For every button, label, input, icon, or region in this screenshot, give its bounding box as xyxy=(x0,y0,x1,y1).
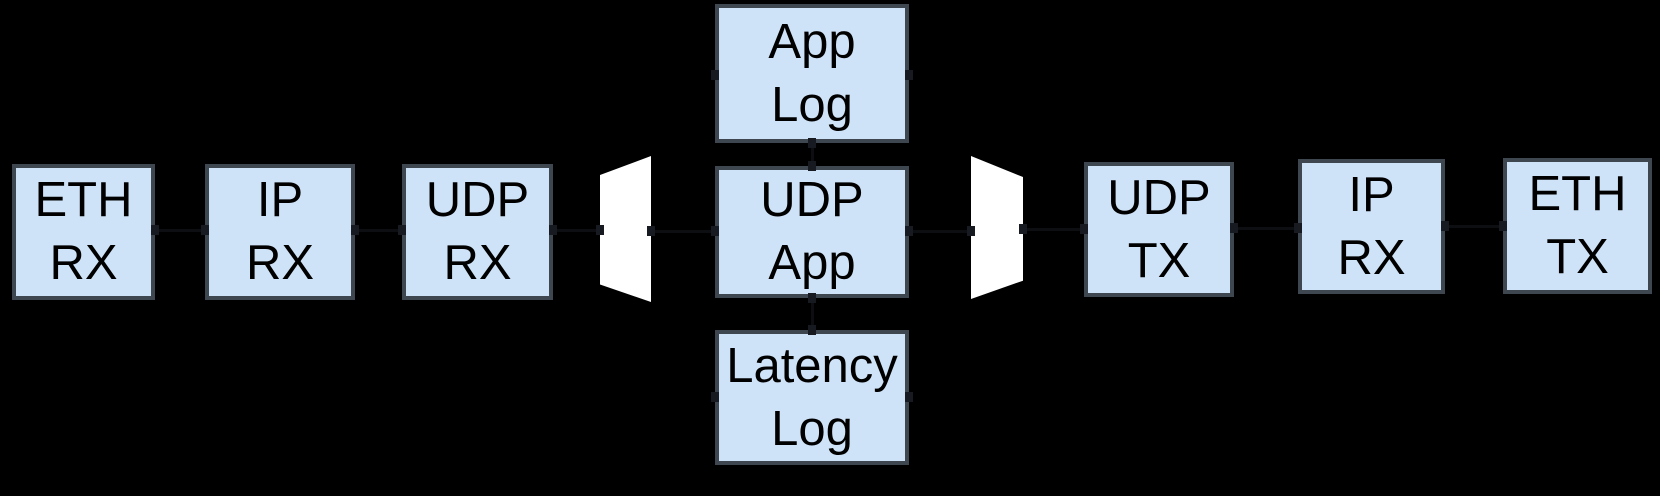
node-ip-rx-egress-label-line: IP xyxy=(1348,167,1395,222)
connector-port-udp-app--latency-log xyxy=(808,293,816,303)
funnel-right-shape xyxy=(971,156,1023,299)
node-udp-rx: UDP RX xyxy=(402,164,553,300)
node-udp-tx: UDP TX xyxy=(1084,162,1234,297)
connector-port-app-log--udp-app xyxy=(808,161,816,171)
node-eth-rx: ETH RX xyxy=(12,164,155,300)
connector-funnel-left--udp-app xyxy=(651,230,715,233)
node-app-log-label-line: Log xyxy=(771,77,853,132)
connector-port-udp-app--funnel-right xyxy=(967,226,975,236)
connector-funnel-right--udp-tx xyxy=(1023,228,1084,231)
node-udp-tx-label-line: UDP xyxy=(1107,170,1211,225)
node-eth-rx-label-line: RX xyxy=(49,236,118,290)
connector-port-udp-rx--funnel-left xyxy=(549,225,557,235)
connector-port-ip-rx-egress--eth-tx xyxy=(1441,221,1449,231)
port-app-log-right xyxy=(905,70,913,80)
connector-port-funnel-left--udp-app xyxy=(711,226,719,236)
node-latency-log-label-line: Log xyxy=(771,401,853,456)
connector-port-funnel-left--udp-app xyxy=(647,226,655,236)
node-ip-rx-ingress-label-line: IP xyxy=(256,173,304,227)
connector-ip-rx-ingress--udp-rx xyxy=(355,229,402,232)
node-udp-rx-label-line: RX xyxy=(443,236,512,290)
connector-eth-rx--ip-rx-ingress xyxy=(155,229,205,232)
node-eth-tx-label-line: ETH xyxy=(1528,167,1627,221)
connector-port-ip-rx-ingress--udp-rx xyxy=(351,225,359,235)
port-app-log-left xyxy=(711,70,719,80)
connector-udp-app--funnel-right xyxy=(909,230,971,233)
funnel-left-shape xyxy=(600,156,651,302)
connector-udp-app--latency-log xyxy=(811,298,814,330)
connector-port-udp-tx--ip-rx-egress xyxy=(1230,223,1238,233)
connector-udp-tx--ip-rx-egress xyxy=(1234,227,1298,230)
node-ip-rx-egress: IP RX xyxy=(1298,159,1445,294)
connector-port-ip-rx-egress--eth-tx xyxy=(1499,221,1507,231)
connector-port-udp-app--latency-log xyxy=(808,325,816,335)
node-udp-app-label-line: UDP xyxy=(760,173,864,227)
node-udp-tx-label-line: TX xyxy=(1127,233,1191,288)
connector-port-funnel-right--udp-tx xyxy=(1080,224,1088,234)
node-app-log-label-line: App xyxy=(768,14,856,69)
node-udp-rx-label-line: UDP xyxy=(425,173,530,227)
connector-port-udp-app--funnel-right xyxy=(905,226,913,236)
port-latency-log-right xyxy=(905,392,913,402)
port-latency-log-left xyxy=(711,392,719,402)
connector-port-app-log--udp-app xyxy=(808,138,816,148)
connector-ip-rx-egress--eth-tx xyxy=(1445,225,1503,228)
node-udp-app-label-line: App xyxy=(768,236,856,290)
node-eth-rx-label-line: ETH xyxy=(34,173,133,227)
connector-port-eth-rx--ip-rx-ingress xyxy=(151,225,159,235)
connector-port-udp-rx--funnel-left xyxy=(596,225,604,235)
node-ip-rx-egress-label-line: RX xyxy=(1337,230,1406,285)
node-eth-tx: ETH TX xyxy=(1503,158,1652,294)
node-ip-rx-ingress-label-line: RX xyxy=(245,236,315,290)
connector-udp-rx--funnel-left xyxy=(553,229,600,232)
node-ip-rx-ingress: IP RX xyxy=(205,164,355,300)
connector-port-funnel-right--udp-tx xyxy=(1019,224,1027,234)
node-udp-app: UDP App xyxy=(715,166,909,298)
node-latency-log-label-line: Latency xyxy=(726,338,898,393)
connector-app-log--udp-app xyxy=(811,143,814,166)
connector-port-udp-tx--ip-rx-egress xyxy=(1294,223,1302,233)
connector-port-eth-rx--ip-rx-ingress xyxy=(201,225,209,235)
connector-port-ip-rx-ingress--udp-rx xyxy=(398,225,406,235)
node-eth-tx-label-line: TX xyxy=(1546,230,1609,284)
